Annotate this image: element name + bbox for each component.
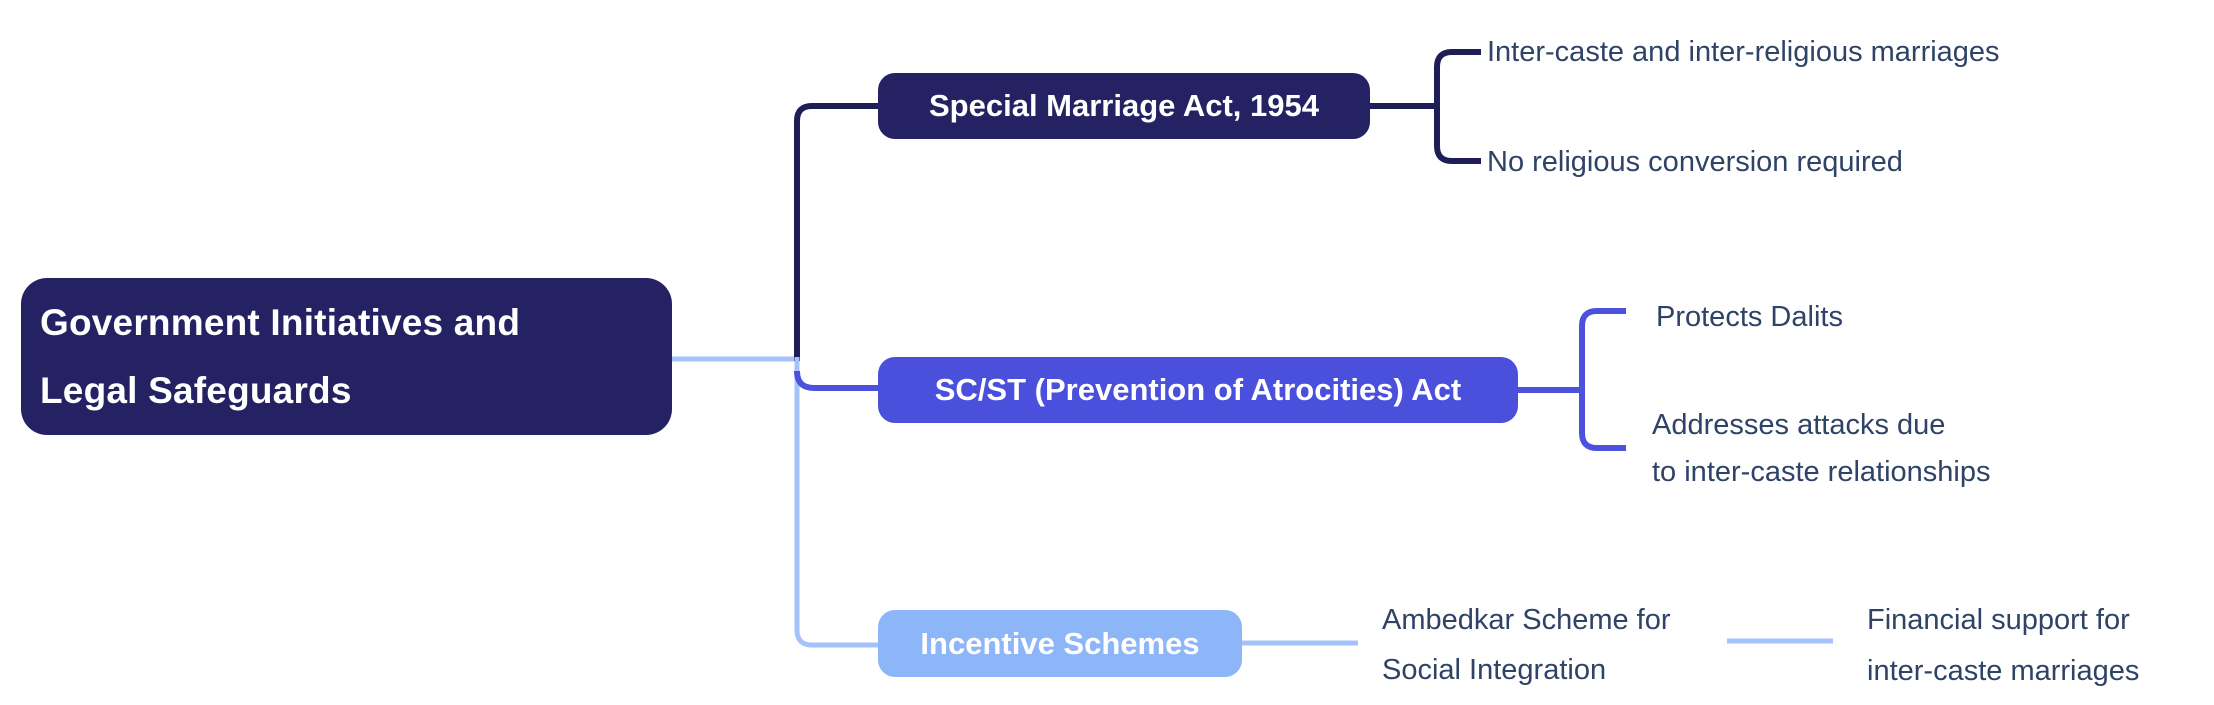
leaf-addresses-attacks[interactable]: Addresses attacks due to inter-caste rel… bbox=[1652, 409, 1991, 488]
leaf-protects-dalits[interactable]: Protects Dalits bbox=[1656, 301, 1843, 333]
wire-branch2-bracket bbox=[1579, 308, 1626, 451]
wire-trunk-to-branch3 bbox=[794, 357, 878, 648]
node-root-government-initiatives[interactable]: Government Initiatives and Legal Safegua… bbox=[21, 278, 672, 435]
leaf-financial-support[interactable]: Financial support for inter-caste marria… bbox=[1867, 604, 2140, 687]
leaf-no-religious-conversion[interactable]: No religious conversion required bbox=[1487, 146, 1903, 178]
node-incentive-schemes[interactable]: Incentive Schemes bbox=[878, 610, 1242, 677]
node-special-marriage-act[interactable]: Special Marriage Act, 1954 bbox=[878, 73, 1370, 139]
leaf-intercaste-interreligious-marriages[interactable]: Inter-caste and inter-religious marriage… bbox=[1487, 36, 2000, 68]
wire-branch1-bracket bbox=[1434, 49, 1481, 164]
leaf-ambedkar-scheme[interactable]: Ambedkar Scheme for Social Integration bbox=[1382, 604, 1671, 686]
node-scst-atrocities-act[interactable]: SC/ST (Prevention of Atrocities) Act bbox=[878, 357, 1518, 423]
wire-trunk-to-branch2 bbox=[794, 370, 878, 391]
wire-trunk-to-branch1 bbox=[794, 103, 878, 361]
